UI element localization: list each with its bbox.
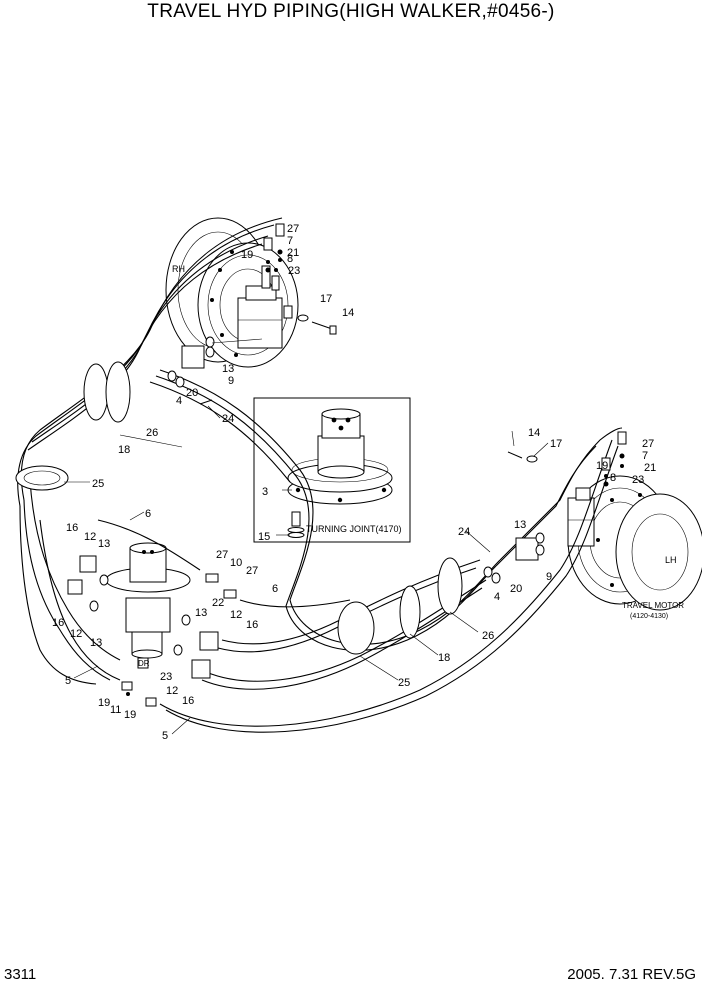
part-14: 14 <box>342 307 354 319</box>
dr-label: DR <box>138 659 150 668</box>
rh-travel-motor <box>165 217 299 368</box>
lh-fittings <box>483 431 627 584</box>
part-13c: 13 <box>195 607 207 619</box>
part-19: 19 <box>241 249 253 261</box>
part-27: 27 <box>287 223 299 235</box>
part-18: 18 <box>118 444 130 456</box>
lh-travel-motor <box>567 475 702 611</box>
part-12b: 12 <box>70 628 82 640</box>
part-20-lh: 20 <box>510 583 522 595</box>
travel-motor-ref: (4120-4130) <box>630 613 668 620</box>
part-6: 6 <box>145 508 151 520</box>
part-22: 22 <box>212 597 224 609</box>
part-6b: 6 <box>272 583 278 595</box>
part-7-lh: 7 <box>642 450 648 462</box>
part-20: 20 <box>186 387 198 399</box>
part-25-lh: 25 <box>398 677 410 689</box>
center-flanges <box>67 555 237 707</box>
leader-lines <box>64 338 549 735</box>
part-13-lh: 13 <box>514 519 526 531</box>
travel-motor-label: TRAVEL MOTOR <box>622 601 684 610</box>
part-12d: 12 <box>166 685 178 697</box>
turning-joint-label: TURNING JOINT(4170) <box>306 524 402 534</box>
part-19a: 19 <box>98 697 110 709</box>
part-19-lh: 19 <box>596 460 608 472</box>
part-23: 23 <box>288 265 300 277</box>
part-25: 25 <box>92 478 104 490</box>
part-3: 3 <box>262 486 268 498</box>
lh-label: LH <box>665 555 677 565</box>
part-number-labels: 27 7 21 19 8 23 17 14 13 9 20 4 24 26 18… <box>52 223 656 742</box>
part-13b: 13 <box>90 637 102 649</box>
page-number: 3311 <box>4 966 37 983</box>
part-17-lh: 17 <box>550 438 562 450</box>
part-5b: 5 <box>162 730 168 742</box>
part-27-lh: 27 <box>642 438 654 450</box>
part-14-lh: 14 <box>528 427 540 439</box>
part-19b: 19 <box>124 709 136 721</box>
part-12a: 12 <box>84 531 96 543</box>
page-title: TRAVEL HYD PIPING(HIGH WALKER,#0456-) <box>147 1 555 22</box>
hose-clamps <box>15 361 463 655</box>
part-15: 15 <box>258 531 270 543</box>
part-4-lh: 4 <box>494 591 500 603</box>
part-9: 9 <box>228 375 234 387</box>
part-9-lh: 9 <box>546 571 552 583</box>
part-16a: 16 <box>66 522 78 534</box>
hose-routing <box>17 217 623 733</box>
part-24: 24 <box>222 413 234 425</box>
turning-joint-inset <box>287 408 393 538</box>
part-16c: 16 <box>246 619 258 631</box>
rh-fittings <box>167 223 337 405</box>
part-11: 11 <box>110 704 121 716</box>
part-16b: 16 <box>52 617 64 629</box>
part-26-lh: 26 <box>482 630 494 642</box>
part-27a: 27 <box>216 549 228 561</box>
rh-label: RH <box>172 264 185 274</box>
part-21: 21 <box>287 247 299 259</box>
part-17: 17 <box>320 293 332 305</box>
part-5a: 5 <box>65 675 71 687</box>
turning-joint-inset-frame <box>253 397 411 543</box>
part-8-lh: 8 <box>610 472 616 484</box>
revision-date: 2005. 7.31 REV.5G <box>567 966 696 983</box>
part-12c: 12 <box>230 609 242 621</box>
part-4: 4 <box>176 395 182 407</box>
part-13a: 13 <box>98 538 110 550</box>
part-7: 7 <box>287 235 293 247</box>
part-8: 8 <box>287 253 293 265</box>
part-21-lh: 21 <box>644 462 656 474</box>
part-23-lh: 23 <box>632 474 644 486</box>
part-24-lh: 24 <box>458 526 470 538</box>
part-23: 23 <box>160 671 172 683</box>
part-18-lh: 18 <box>438 652 450 664</box>
part-13: 13 <box>222 363 234 375</box>
part-27b: 27 <box>246 565 258 577</box>
part-16d: 16 <box>182 695 194 707</box>
part-10: 10 <box>230 557 242 569</box>
part-26: 26 <box>146 427 158 439</box>
